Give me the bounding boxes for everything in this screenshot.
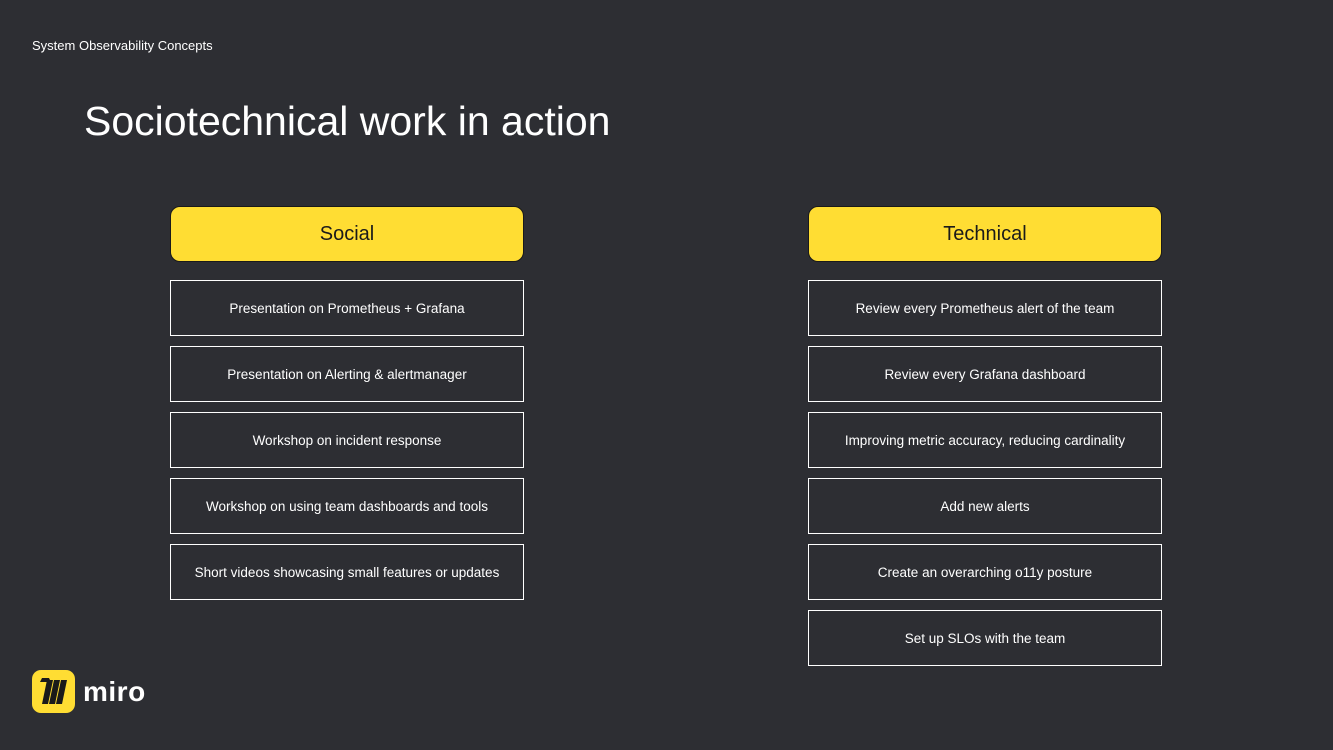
deck-title: System Observability Concepts <box>32 38 213 53</box>
social-card-list: Presentation on Prometheus + Grafana Pre… <box>170 280 524 600</box>
technical-card[interactable]: Review every Prometheus alert of the tea… <box>808 280 1162 336</box>
technical-card[interactable]: Improving metric accuracy, reducing card… <box>808 412 1162 468</box>
slide-title: Sociotechnical work in action <box>84 98 611 144</box>
social-card[interactable]: Presentation on Alerting & alertmanager <box>170 346 524 402</box>
technical-header[interactable]: Technical <box>808 206 1162 262</box>
technical-card[interactable]: Review every Grafana dashboard <box>808 346 1162 402</box>
miro-logo: miro <box>32 670 146 713</box>
technical-card[interactable]: Add new alerts <box>808 478 1162 534</box>
social-card[interactable]: Workshop on incident response <box>170 412 524 468</box>
social-column: Social Presentation on Prometheus + Graf… <box>170 206 524 610</box>
social-header[interactable]: Social <box>170 206 524 262</box>
miro-logo-text: miro <box>83 675 146 707</box>
miro-logo-icon <box>32 670 75 713</box>
technical-card[interactable]: Create an overarching o11y posture <box>808 544 1162 600</box>
social-card[interactable]: Short videos showcasing small features o… <box>170 544 524 600</box>
technical-card-list: Review every Prometheus alert of the tea… <box>808 280 1162 666</box>
technical-card[interactable]: Set up SLOs with the team <box>808 610 1162 666</box>
technical-column: Technical Review every Prometheus alert … <box>808 206 1162 676</box>
social-card[interactable]: Workshop on using team dashboards and to… <box>170 478 524 534</box>
social-card[interactable]: Presentation on Prometheus + Grafana <box>170 280 524 336</box>
